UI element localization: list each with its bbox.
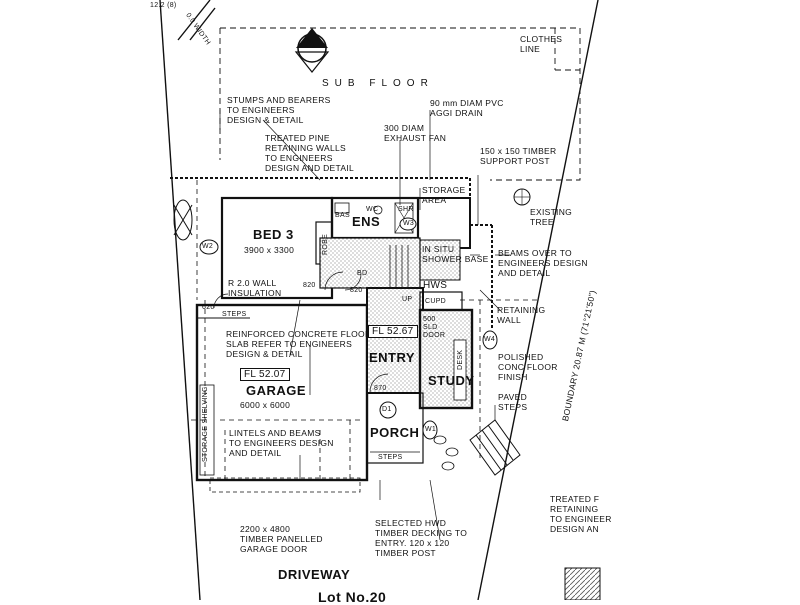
garage-door-line <box>209 477 361 493</box>
study-label: STUDY <box>428 373 475 388</box>
steps-tag-1: STEPS <box>222 311 247 318</box>
robe-label: ROBE <box>322 233 329 255</box>
window-w3: W3 <box>403 220 415 227</box>
bed3-dimensions: 3900 x 3300 <box>244 245 295 255</box>
porch-label: PORCH <box>370 425 420 440</box>
stair-lines <box>389 245 409 290</box>
door-width-820b: 820 <box>350 287 363 294</box>
bed3-label: BED 3 <box>253 227 294 242</box>
hall-floor <box>319 237 421 289</box>
door-width-820a: 820 <box>303 282 316 289</box>
window-tags <box>199 217 498 440</box>
north-marker <box>294 28 330 73</box>
entry-floor-level: FL 52.67 <box>368 325 418 338</box>
shower-tag: SHR <box>398 206 414 213</box>
door-width-870: 870 <box>374 385 387 392</box>
entry-floor <box>366 287 424 394</box>
retaining-wall-line <box>170 177 493 330</box>
sub-floor-outline <box>219 27 581 181</box>
door-d1: D1 <box>382 406 392 413</box>
garage-label: GARAGE <box>246 383 307 398</box>
paved-steps <box>469 419 521 476</box>
garage-floor-level: FL 52.07 <box>240 368 290 381</box>
desk-label: DESK <box>457 349 464 370</box>
north-marker-label: A <box>305 35 316 51</box>
dashed-setout-lines <box>190 180 540 480</box>
leader-arrows <box>219 110 510 541</box>
bd-tag: BD <box>357 270 368 277</box>
up-label: UP <box>402 296 413 303</box>
driveway-label: DRIVEWAY <box>278 567 351 582</box>
clothes-line-symbol <box>173 199 193 241</box>
door-width-620: 620 <box>202 304 215 311</box>
cupboard-label: CUPD <box>425 298 447 305</box>
wc-tag: WC <box>366 206 379 213</box>
door-swings <box>213 271 389 393</box>
entry-label: ENTRY <box>369 350 416 365</box>
stepping-stones <box>433 435 459 471</box>
top-left-dimension: 12.2 (8) <box>150 2 177 9</box>
window-w4: W4 <box>484 336 496 343</box>
garage-dimensions: 6000 x 6000 <box>240 400 291 410</box>
property-boundary-right <box>477 0 599 600</box>
basin-tag: BAS <box>335 212 350 219</box>
sub-floor-label: SUB FLOOR <box>322 78 434 89</box>
hws-label: HWS <box>423 280 448 291</box>
steps-tag-2: STEPS <box>378 454 403 461</box>
window-w2: W2 <box>202 243 214 250</box>
storage-shelving-label: STORAGE SHELVING <box>202 386 209 462</box>
ensuite-label: ENS <box>352 214 381 229</box>
property-boundary-left <box>159 0 216 600</box>
lot-number: Lot No.20 <box>318 589 387 605</box>
corner-hatch <box>564 567 601 600</box>
window-w1: W1 <box>425 426 437 433</box>
